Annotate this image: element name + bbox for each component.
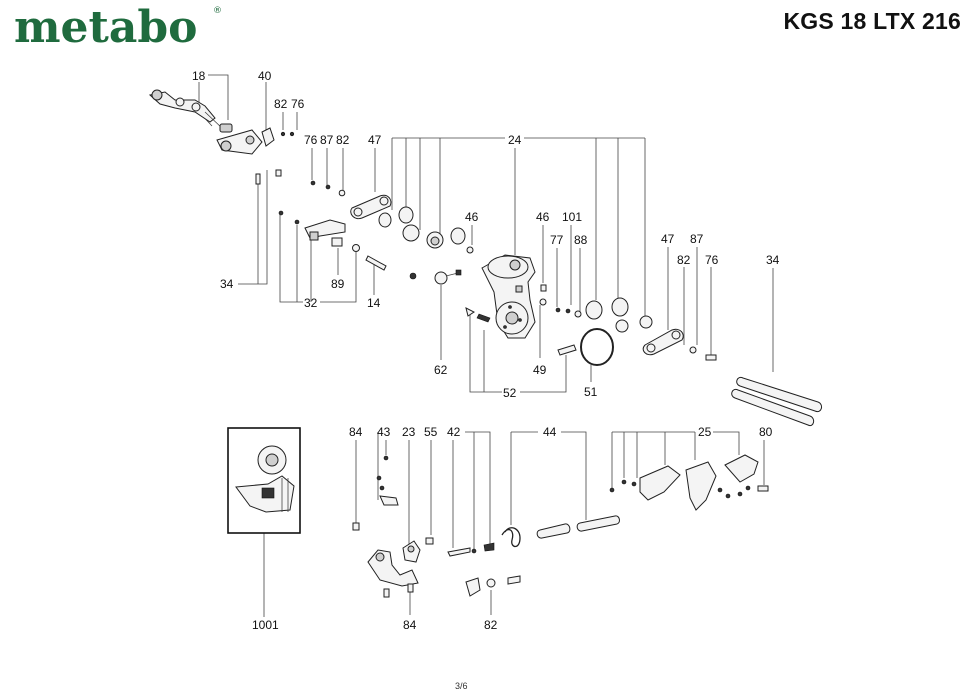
parts bbox=[148, 89, 823, 598]
part-42-pin bbox=[447, 547, 471, 557]
callout: 49 bbox=[533, 363, 547, 377]
callout: 46 bbox=[465, 210, 479, 224]
callout: 77 bbox=[550, 233, 564, 247]
part-23-holder bbox=[367, 540, 421, 598]
part-51-o-ring bbox=[580, 328, 614, 366]
part-1001-kit bbox=[227, 427, 301, 534]
callout: 34 bbox=[766, 253, 780, 267]
metabo-logo: metabo bbox=[14, 2, 198, 53]
part-44-spring bbox=[501, 527, 521, 548]
callout: 62 bbox=[434, 363, 448, 377]
part-49 bbox=[539, 298, 547, 306]
callout: 82 bbox=[336, 133, 350, 147]
callout: 32 bbox=[304, 296, 318, 310]
washer bbox=[352, 244, 360, 252]
ring bbox=[398, 206, 414, 224]
pin-34 bbox=[255, 173, 261, 185]
bearing bbox=[402, 224, 420, 242]
bearing bbox=[611, 297, 629, 317]
bearing bbox=[585, 300, 603, 320]
callout: 89 bbox=[331, 277, 345, 291]
ring bbox=[615, 319, 629, 333]
part-55 bbox=[425, 537, 434, 545]
model-title: KGS 18 LTX 216 bbox=[783, 8, 961, 34]
callout: 84 bbox=[403, 618, 417, 632]
callout: 76 bbox=[304, 133, 318, 147]
part-25-guide-shoes bbox=[609, 454, 769, 511]
callout: 76 bbox=[705, 253, 719, 267]
callout: 46 bbox=[536, 210, 550, 224]
callout: 1001 bbox=[252, 618, 279, 632]
callout: 44 bbox=[543, 425, 557, 439]
callout: 25 bbox=[698, 425, 712, 439]
callout: 87 bbox=[320, 133, 334, 147]
nut bbox=[409, 272, 417, 280]
part-main-housing bbox=[481, 254, 536, 339]
callout: 88 bbox=[574, 233, 588, 247]
callout: 84 bbox=[349, 425, 363, 439]
ring bbox=[378, 212, 392, 228]
part-40-bracket bbox=[216, 127, 275, 155]
tube bbox=[536, 523, 571, 539]
callout: 80 bbox=[759, 425, 773, 439]
part-46-right bbox=[540, 284, 547, 292]
callout: 23 bbox=[402, 425, 416, 439]
registered-mark: ® bbox=[213, 6, 222, 16]
callout-labels: 18 40 82 76 76 87 82 47 24 46 46 101 77 … bbox=[192, 69, 780, 632]
part-47-link-left bbox=[350, 194, 392, 220]
callout: 14 bbox=[367, 296, 381, 310]
part-46 bbox=[466, 246, 474, 254]
part-32-lever bbox=[304, 219, 346, 241]
callout: 24 bbox=[508, 133, 522, 147]
callout: 87 bbox=[690, 232, 704, 246]
callout: 40 bbox=[258, 69, 272, 83]
spring bbox=[476, 313, 491, 323]
bracket bbox=[465, 577, 481, 597]
shaft bbox=[557, 344, 577, 356]
part-18-linkage bbox=[148, 89, 233, 133]
bearing bbox=[450, 227, 466, 245]
callout: 47 bbox=[661, 232, 675, 246]
spring-coil bbox=[483, 542, 495, 552]
part-14-pin bbox=[365, 255, 387, 271]
callout: 47 bbox=[368, 133, 382, 147]
callout: 76 bbox=[291, 97, 305, 111]
callout: 34 bbox=[220, 277, 234, 291]
callout: 82 bbox=[484, 618, 498, 632]
sleeve bbox=[275, 169, 282, 177]
part-62-knob bbox=[434, 269, 462, 285]
callout: 43 bbox=[377, 425, 391, 439]
part-34-rails bbox=[731, 376, 823, 427]
callout: 82 bbox=[274, 97, 288, 111]
part-89 bbox=[331, 237, 343, 247]
part-52-screw bbox=[465, 307, 475, 317]
leader-lines bbox=[198, 74, 774, 617]
part-84 bbox=[352, 522, 360, 531]
bolt bbox=[507, 575, 521, 585]
callout: 55 bbox=[424, 425, 438, 439]
callout: 42 bbox=[447, 425, 461, 439]
part-47-link-right bbox=[642, 328, 684, 356]
ring bbox=[639, 315, 653, 329]
page-number: 3/6 bbox=[455, 681, 468, 691]
tube bbox=[576, 515, 620, 532]
callout: 52 bbox=[503, 386, 517, 400]
callout: 82 bbox=[677, 253, 691, 267]
screw bbox=[383, 455, 389, 461]
callout: 18 bbox=[192, 69, 206, 83]
part-43-block bbox=[379, 495, 399, 506]
callout: 101 bbox=[562, 210, 582, 224]
callout: 51 bbox=[584, 385, 598, 399]
part-76-screw bbox=[705, 354, 717, 361]
